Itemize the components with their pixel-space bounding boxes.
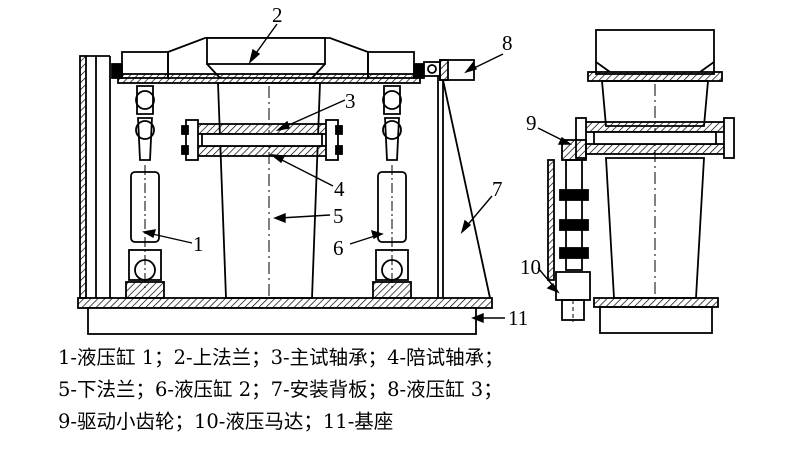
callout-10: 10 (520, 255, 541, 279)
legend-line-1: 1-液压缸 1；2-上法兰；3-主试轴承；4-陪试轴承； (58, 346, 504, 369)
housing-cone (217, 82, 321, 299)
callout-11: 11 (508, 306, 528, 330)
leader-lines (141, 23, 573, 324)
callout-4: 4 (334, 177, 345, 201)
bearing-assembly (181, 119, 343, 161)
base-front (77, 297, 493, 335)
hydraulic-cylinder-2 (372, 85, 412, 299)
back-plate-front (423, 59, 491, 299)
side-view (547, 29, 735, 334)
legend-line-2: 5-下法兰；6-液压缸 2；7-安装背板；8-液压缸 3； (58, 378, 503, 401)
upper-flange-side (587, 29, 723, 82)
callout-1: 1 (193, 232, 204, 256)
callout-5: 5 (333, 204, 344, 228)
callout-7: 7 (492, 177, 503, 201)
housing-side (601, 80, 709, 299)
callout-9: 9 (526, 111, 537, 135)
drive-pinion-motor (547, 139, 591, 322)
parts-legend: 1-液压缸 1；2-上法兰；3-主试轴承；4-陪试轴承； 5-下法兰；6-液压缸… (58, 342, 798, 438)
front-view (77, 37, 493, 335)
left-frame (79, 55, 111, 299)
hydraulic-cylinder-1 (125, 85, 165, 299)
base-side (593, 297, 719, 334)
callout-8: 8 (502, 31, 513, 55)
upper-flange-front (111, 37, 425, 84)
callout-6: 6 (333, 236, 344, 260)
legend-line-3: 9-驱动小齿轮；10-液压马达；11-基座 (58, 410, 394, 433)
callout-2: 2 (272, 3, 283, 27)
bearing-side (575, 117, 735, 159)
test-rig-drawing: 2 3 4 5 1 6 7 8 9 10 11 (77, 3, 735, 335)
callout-3: 3 (345, 89, 356, 113)
